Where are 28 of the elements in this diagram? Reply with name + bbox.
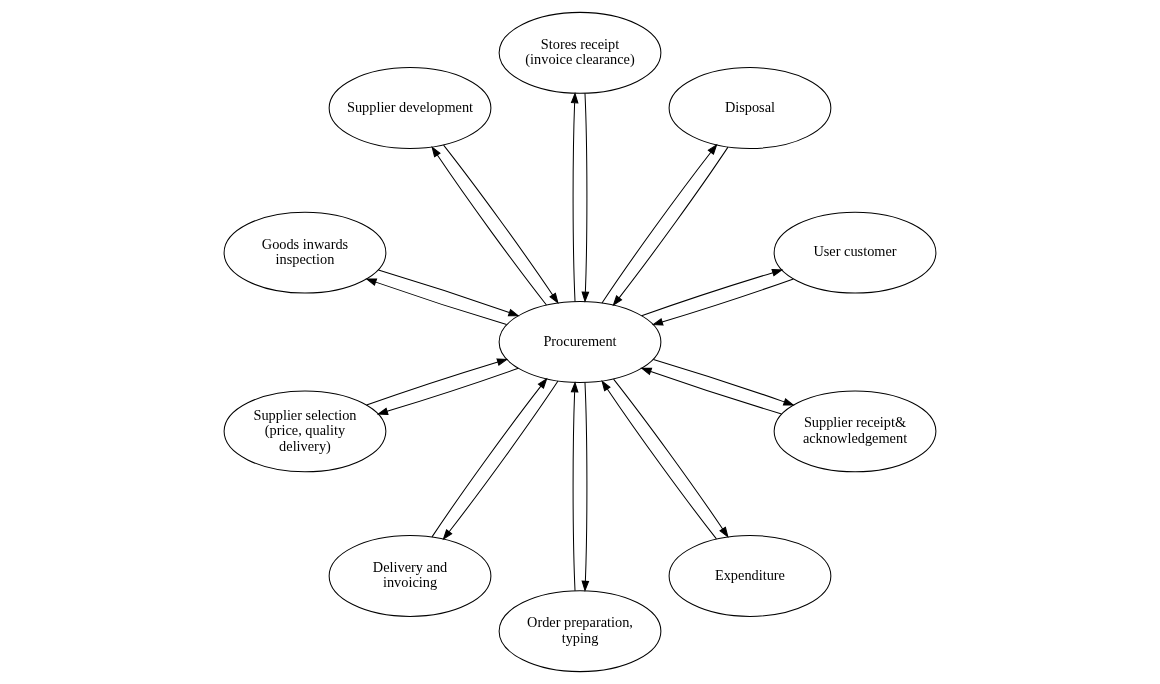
arrow xyxy=(570,92,579,302)
arrow xyxy=(601,143,718,304)
arrow xyxy=(652,358,795,406)
arrow xyxy=(570,381,579,592)
arrow xyxy=(431,377,548,538)
node-ellipse: Stores receipt (invoice clearance) xyxy=(498,11,662,94)
arrow xyxy=(613,378,729,538)
arrow xyxy=(612,146,729,307)
arrow xyxy=(442,380,559,541)
arrow xyxy=(581,382,590,592)
arrow xyxy=(640,367,783,415)
arrow xyxy=(641,269,784,317)
node-ellipse: Order preparation, typing xyxy=(498,590,662,673)
arrow xyxy=(376,367,519,415)
arrow xyxy=(431,146,547,306)
node-ellipse: Supplier development xyxy=(328,67,492,149)
node-ellipse: Goods inwards inspection xyxy=(223,211,387,294)
arrow xyxy=(366,358,509,406)
node-ellipse: Disposal xyxy=(668,67,832,149)
arrow xyxy=(581,92,590,303)
node-ellipse: Supplier receipt& acknowledgement xyxy=(773,390,937,473)
node-ellipse: Expenditure xyxy=(668,535,832,617)
arrow xyxy=(601,380,717,540)
arrow xyxy=(651,278,794,326)
arrow xyxy=(443,144,559,304)
node-ellipse: Delivery and invoicing xyxy=(328,535,492,617)
arrow xyxy=(377,269,520,317)
arrow xyxy=(365,278,508,326)
